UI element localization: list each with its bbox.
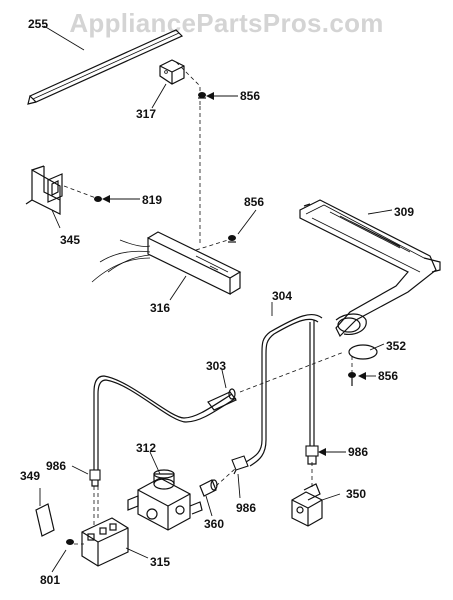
part-856-screw-middle bbox=[228, 235, 236, 243]
part-350-valve bbox=[291, 483, 323, 527]
part-856-screw-right bbox=[348, 372, 356, 386]
label-856-top: 856 bbox=[240, 89, 260, 103]
label-986-left: 986 bbox=[46, 459, 66, 473]
part-360-connector bbox=[199, 479, 218, 497]
label-801: 801 bbox=[40, 573, 60, 587]
label-360: 360 bbox=[204, 517, 224, 531]
label-315: 315 bbox=[150, 555, 170, 569]
label-255: 255 bbox=[28, 17, 48, 31]
part-986-fitting-mid bbox=[231, 455, 249, 475]
label-819: 819 bbox=[142, 193, 162, 207]
label-303: 303 bbox=[206, 359, 226, 373]
assembly-lines bbox=[63, 61, 353, 545]
label-856-right: 856 bbox=[378, 369, 398, 383]
part-349-plate bbox=[35, 503, 55, 537]
part-309-burner bbox=[299, 199, 441, 338]
label-350: 350 bbox=[346, 487, 366, 501]
part-315-block bbox=[81, 517, 129, 567]
label-304: 304 bbox=[272, 289, 292, 303]
part-801-screw bbox=[66, 539, 74, 545]
part-352-gasket bbox=[348, 344, 378, 360]
label-986-mid: 986 bbox=[236, 501, 256, 515]
part-856-screw-top bbox=[198, 92, 206, 99]
leader-lines bbox=[39, 25, 393, 573]
label-312: 312 bbox=[136, 441, 156, 455]
label-309: 309 bbox=[394, 205, 414, 219]
part-819-screw bbox=[94, 196, 102, 202]
part-986-fitting-right bbox=[305, 445, 319, 465]
label-345: 345 bbox=[60, 233, 80, 247]
part-312-valve bbox=[127, 469, 203, 531]
label-856-mid: 856 bbox=[244, 195, 264, 209]
part-317-bracket bbox=[159, 59, 185, 85]
part-303-tube bbox=[93, 375, 237, 470]
label-352: 352 bbox=[386, 339, 406, 353]
label-316: 316 bbox=[150, 301, 170, 315]
part-304-tube bbox=[245, 313, 323, 467]
part-345-bracket bbox=[25, 165, 63, 215]
label-317: 317 bbox=[136, 107, 156, 121]
part-986-fitting-left bbox=[89, 469, 101, 487]
label-349: 349 bbox=[20, 469, 40, 483]
label-986-right: 986 bbox=[348, 445, 368, 459]
part-255-rail bbox=[27, 29, 184, 105]
part-316-module bbox=[91, 231, 242, 295]
